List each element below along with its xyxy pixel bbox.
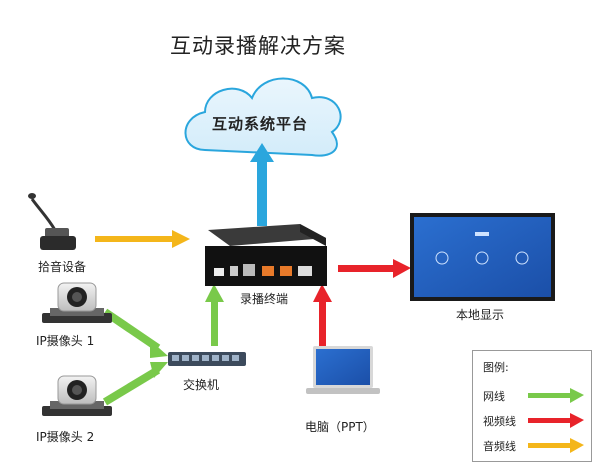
cloud-platform-label: 互动系统平台 (212, 115, 309, 133)
pc-label: 电脑（PPT） (305, 420, 375, 434)
legend-audio-arrow (528, 438, 584, 453)
recorder-terminal-icon (205, 224, 327, 286)
audio-arrow (95, 230, 190, 248)
network-arrow-cam1 (102, 308, 168, 358)
network-switch-icon (168, 352, 246, 366)
legend-box: 图例: 网线 视频线 音频线 (472, 350, 592, 462)
local-display-icon (410, 213, 555, 301)
ip-camera-1-label: IP摄像头 1 (36, 334, 95, 348)
legend-item-audio-label: 音频线 (483, 440, 516, 453)
legend-item-video-label: 视频线 (483, 415, 516, 428)
microphone-icon (28, 193, 76, 250)
video-arrow-pc (313, 284, 332, 348)
cloud-link-arrow (250, 143, 274, 226)
legend-video-arrow (528, 413, 584, 428)
ip-camera-2-label: IP摄像头 2 (36, 430, 95, 444)
ip-camera-1-icon (42, 282, 112, 323)
laptop-icon (306, 346, 380, 394)
ip-camera-2-icon (42, 375, 112, 416)
display-label: 本地显示 (456, 308, 505, 322)
legend-network-arrow (528, 388, 584, 403)
legend-title: 图例: (483, 361, 509, 374)
cloud-platform (184, 77, 342, 157)
network-arrow-cam2 (102, 362, 168, 406)
switch-label: 交换机 (183, 378, 220, 392)
legend-item-network-label: 网线 (483, 390, 505, 403)
recorder-label: 录播终端 (240, 292, 289, 306)
network-arrow-recorder (205, 284, 224, 346)
video-arrow-display (338, 259, 411, 278)
diagram-title: 互动录播解决方案 (170, 34, 346, 58)
mic-label: 拾音设备 (38, 260, 87, 274)
